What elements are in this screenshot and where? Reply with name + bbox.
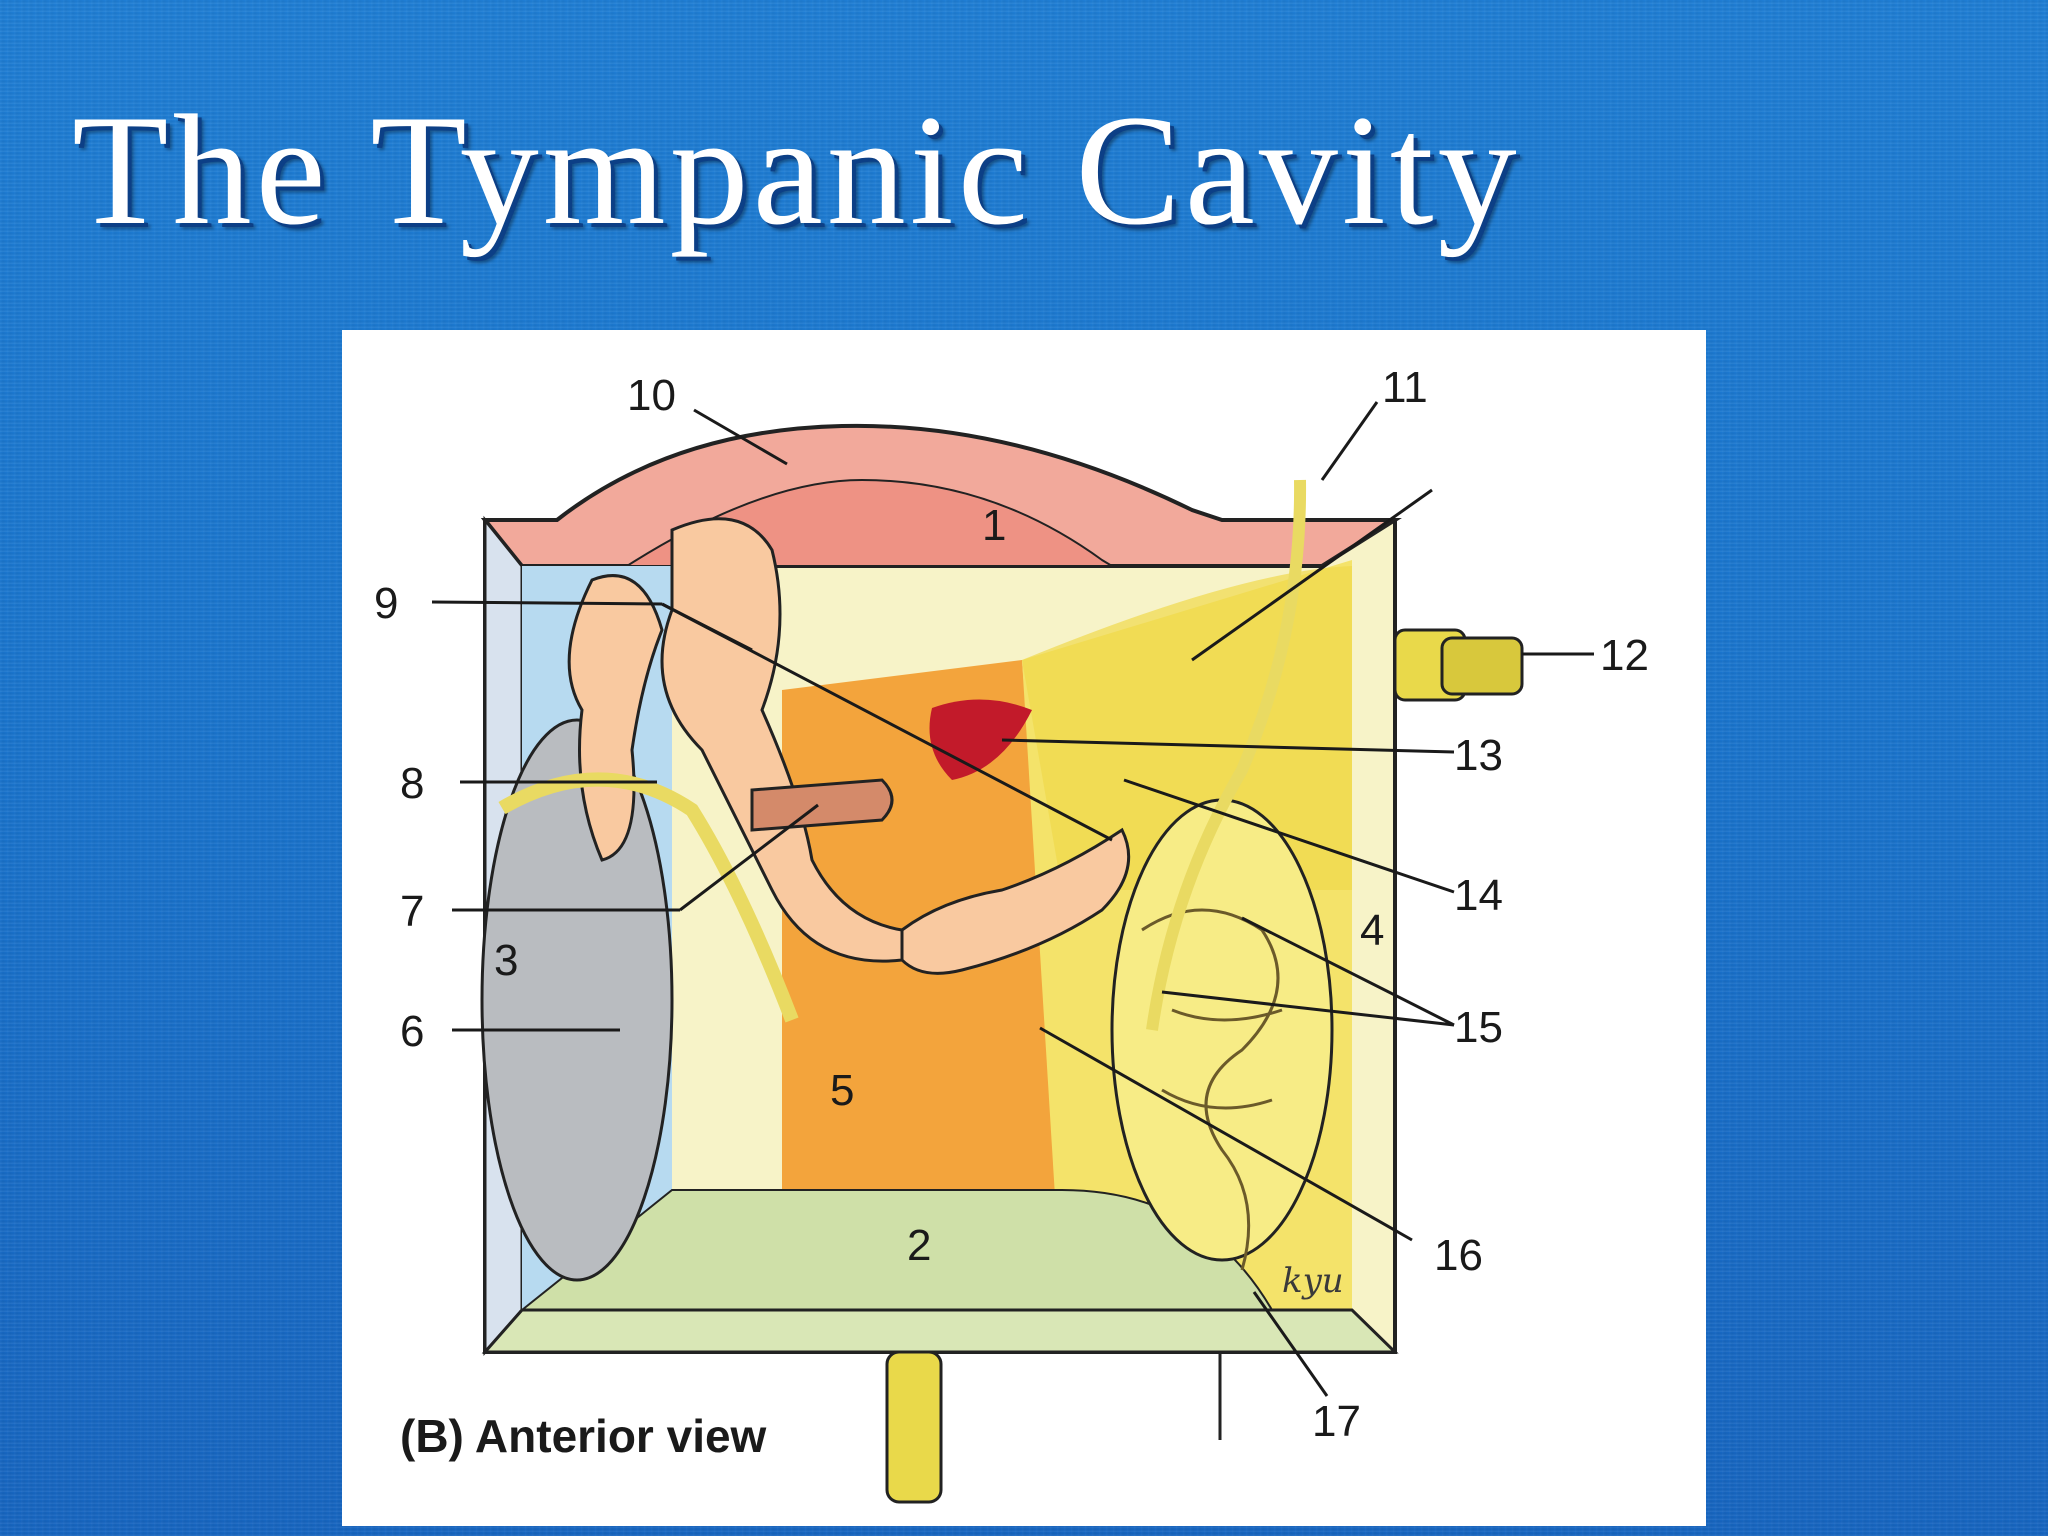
leader-7b — [679, 803, 819, 912]
tympanic-plexus — [1141, 908, 1283, 1271]
artery — [929, 699, 1032, 780]
label-3: 3 — [494, 936, 518, 985]
label-5: 5 — [830, 1066, 854, 1115]
tensor-tympani-muscle — [750, 778, 894, 832]
label-8: 8 — [400, 759, 424, 808]
leader-15a — [1241, 916, 1455, 1027]
leader-15b — [1161, 990, 1455, 1027]
medial-wall-bulge — [1022, 566, 1352, 890]
bottom-vessel — [885, 1350, 943, 1504]
label-15: 15 — [1454, 1003, 1503, 1052]
label-10: 10 — [627, 371, 676, 420]
leader-14 — [1123, 778, 1455, 894]
label-2: 2 — [907, 1221, 931, 1270]
label-4: 4 — [1360, 906, 1384, 955]
label-6: 6 — [400, 1007, 424, 1056]
illustrator-signature: kyu — [1282, 1261, 1344, 1301]
leader-10 — [693, 408, 788, 466]
label-11: 11 — [1382, 363, 1428, 412]
ossicle-malleus — [567, 574, 664, 862]
leader-9 — [431, 600, 663, 606]
label-7: 7 — [400, 887, 424, 936]
ossicle-stapes — [900, 827, 1131, 975]
facial-nerve-canal — [1146, 479, 1307, 1031]
auditory-tube-end — [1440, 636, 1524, 696]
leader-17 — [1252, 1291, 1329, 1397]
tympanic-membrane — [480, 718, 674, 1282]
ossicle-incus — [660, 517, 904, 963]
label-17: 17 — [1312, 1397, 1361, 1446]
leader-11 — [1320, 401, 1379, 481]
promontory — [1110, 798, 1334, 1262]
tympanic-cavity-diagram: 1 2 3 4 5 6 7 8 9 10 11 12 13 14 15 16 1… — [374, 363, 1649, 1504]
anatomy-figure-panel: 1 2 3 4 5 6 7 8 9 10 11 12 13 14 15 16 1… — [342, 330, 1706, 1526]
leader-13 — [1001, 738, 1455, 754]
floor-front — [481, 1308, 1399, 1354]
label-13: 13 — [1454, 731, 1503, 780]
leader-9c — [661, 602, 1113, 842]
leader-16 — [1039, 1026, 1413, 1242]
label-12: 12 — [1600, 631, 1649, 680]
label-16: 16 — [1434, 1231, 1483, 1280]
label-14: 14 — [1454, 871, 1503, 920]
label-9: 9 — [374, 579, 398, 628]
slide-title: The Tympanic Cavity — [72, 83, 1521, 258]
label-1: 1 — [982, 501, 1006, 550]
leader-11b — [1191, 488, 1433, 662]
figure-caption: (B) Anterior view — [400, 1410, 767, 1462]
